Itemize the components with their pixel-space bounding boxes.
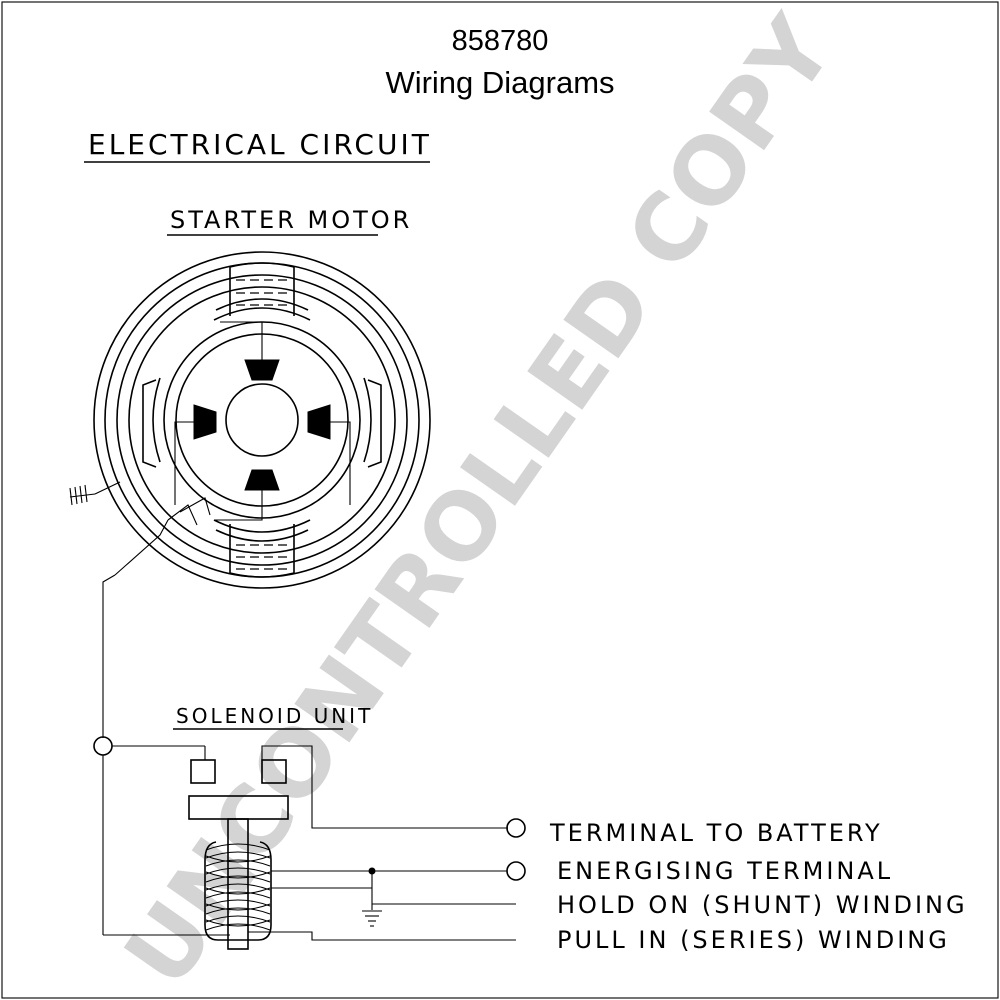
part-number: 858780 [452, 25, 549, 57]
field-link-1 [179, 497, 211, 516]
starter-motor-label: STARTER MOTOR [170, 206, 412, 234]
terminal-label-battery: TERMINAL TO BATTERY [549, 819, 883, 847]
brush-top [244, 359, 280, 381]
motor-to-junction-wire [102, 574, 116, 738]
section-title: ELECTRICAL CIRCUIT [88, 128, 432, 161]
solenoid-plunger [227, 818, 249, 950]
pole-shoe-left [142, 377, 161, 468]
page-subtitle: Wiring Diagrams [385, 65, 614, 100]
solenoid-coil-outline [204, 841, 272, 941]
brush-bottom-lead [215, 490, 263, 521]
field-lead-out [114, 519, 169, 576]
brush-left-lead [174, 421, 194, 505]
terminal-label-energising: ENERGISING TERMINAL [557, 857, 893, 885]
pole-shoe-right [363, 377, 382, 468]
solenoid-unit [188, 759, 289, 950]
series-winding-leader [248, 931, 516, 941]
brush-right-lead [330, 421, 351, 505]
field-coil-top [213, 262, 311, 321]
brush-right [307, 404, 331, 440]
starter-motor [69, 251, 431, 589]
brush-bottom [244, 469, 280, 491]
motor-ring-3 [116, 274, 408, 566]
motor-ring-4 [128, 286, 396, 554]
terminal-label-hold-on: HOLD ON (SHUNT) WINDING [557, 891, 968, 919]
shunt-ground-icon [362, 910, 382, 927]
field-coil-bottom [213, 519, 311, 578]
solenoid-winding [205, 843, 271, 931]
field-link-2 [167, 504, 198, 526]
energising-terminal[interactable] [506, 861, 526, 881]
battery-terminal-wire [261, 745, 508, 829]
solenoid-unit-label: SOLENOID UNIT [176, 704, 373, 728]
motor-terminal-junction [93, 736, 113, 756]
battery-terminal[interactable] [506, 818, 526, 838]
brush-top-lead [220, 321, 263, 360]
motor-ring-2 [104, 262, 420, 578]
solenoid-contact-right [261, 759, 287, 784]
motor-shaft [225, 383, 299, 457]
motor-ground-icon [69, 481, 121, 506]
terminal-label-pull-in: PULL IN (SERIES) WINDING [557, 926, 950, 954]
brush-left [193, 404, 217, 440]
motor-outer-ring [93, 251, 431, 589]
solenoid-contact-left [190, 759, 216, 784]
